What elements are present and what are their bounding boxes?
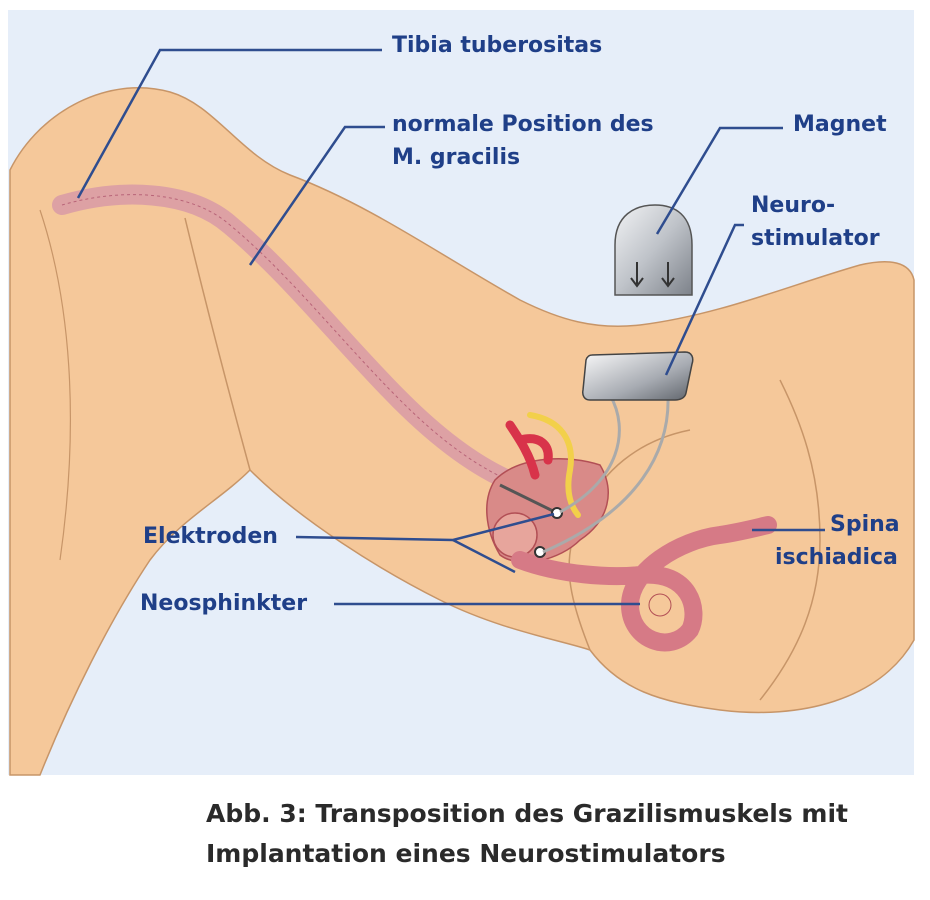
neurostimulator-leader — [664, 223, 744, 376]
lower-leg-contour — [39, 209, 71, 561]
label-neosphinkter: Neosphinkter — [140, 591, 307, 616]
figure-caption-line-2: Implantation eines Neurostimulators — [206, 839, 726, 868]
label-gracilis-1: normale Position des — [392, 112, 654, 137]
leader-lines — [76, 48, 825, 606]
label-neurostimulator-2: stimulator — [751, 226, 880, 251]
label-spina-1: Spina — [830, 512, 900, 537]
nerve — [527, 412, 581, 518]
label-spina-2: ischiadica — [775, 545, 898, 570]
buttock-contour-2 — [759, 379, 821, 701]
figure-caption-line-1: Abb. 3: Transposition des Grazilismuskel… — [206, 799, 848, 828]
tibia-leader — [76, 48, 382, 199]
label-elektroden: Elektroden — [143, 524, 278, 549]
magnet-leader — [655, 126, 783, 235]
label-magnet: Magnet — [793, 112, 887, 137]
thigh-contour — [184, 217, 251, 471]
neurostimulator-icon — [582, 351, 694, 401]
gracilis-leader — [248, 125, 385, 266]
label-neurostimulator-1: Neuro- — [751, 193, 835, 218]
magnet-icon — [614, 204, 693, 296]
stimulator-lead-2 — [542, 394, 670, 554]
blood-vessel — [505, 420, 553, 480]
neosphinkter-core — [648, 593, 672, 617]
electrode-icon — [499, 483, 563, 558]
elektroden-leader-2 — [452, 538, 516, 574]
neosphinkter-muscle — [511, 516, 777, 652]
label-tibia-tuberositas: Tibia tuberositas — [392, 33, 602, 58]
stimulator-lead — [559, 394, 621, 514]
gracilis-muscle — [52, 184, 530, 495]
label-gracilis-2: M. gracilis — [392, 145, 520, 170]
